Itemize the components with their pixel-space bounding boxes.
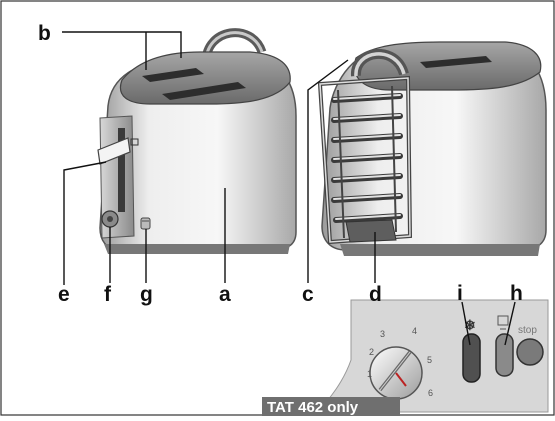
callout-b: b <box>38 22 51 45</box>
dial-number: 2 <box>369 347 374 357</box>
toaster-front-view <box>97 28 297 254</box>
crumb-tray[interactable] <box>345 219 397 243</box>
toast-slot-1 <box>142 68 204 82</box>
snowflake-icon: ❄ <box>464 317 476 333</box>
callout-c: c <box>302 283 314 306</box>
callout-a: a <box>219 283 231 306</box>
callout-d: d <box>369 283 382 306</box>
callout-leaders <box>62 31 516 346</box>
dial-number: 3 <box>380 329 385 339</box>
model-badge-text: TAT 462 only <box>267 399 359 416</box>
dial-number: 6 <box>428 388 433 398</box>
toaster-base <box>104 244 290 254</box>
dial-number: 4 <box>412 326 417 336</box>
callout-g: g <box>140 283 153 306</box>
stop-button[interactable] <box>516 338 544 366</box>
control-panel-inset: 1 2 3 4 5 6 ❄ stop TAT 462 only <box>262 299 549 416</box>
reheat-button[interactable] <box>495 333 514 377</box>
toaster-rear-view <box>317 41 547 256</box>
callout-e: e <box>58 283 70 306</box>
defrost-button[interactable] <box>462 333 481 383</box>
model-badge <box>262 397 400 416</box>
top-plate <box>119 51 291 105</box>
callout-h: h <box>510 282 523 305</box>
callout-f: f <box>104 283 112 306</box>
lever-slot <box>118 128 125 212</box>
reheat-icon <box>497 315 509 326</box>
callout-labels: b e f g a c d i h <box>38 22 523 306</box>
bun-warmer-rack <box>317 49 413 245</box>
lift-lever[interactable] <box>97 137 131 165</box>
dial-number: 5 <box>427 355 432 365</box>
callout-i: i <box>457 282 463 305</box>
cancel-button[interactable] <box>140 217 151 230</box>
lever-icon <box>130 138 139 146</box>
dial-pointer <box>395 372 407 387</box>
toast-slot-2 <box>162 82 246 100</box>
toast-slot-rear <box>420 56 492 68</box>
stop-label: stop <box>518 325 537 336</box>
dial-number: 1 <box>367 369 372 379</box>
